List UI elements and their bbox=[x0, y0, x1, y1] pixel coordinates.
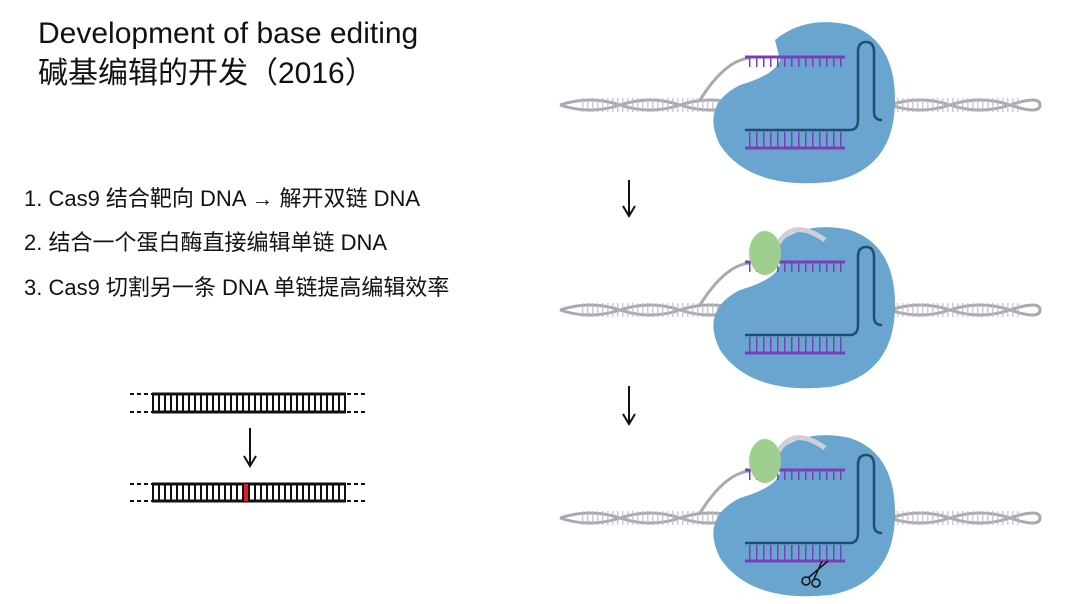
down-arrow bbox=[243, 428, 257, 468]
dna-before bbox=[130, 392, 368, 414]
step-2: 2. 结合一个蛋白酶直接编辑单链 DNA bbox=[24, 230, 388, 255]
panel-cas9-binding bbox=[558, 20, 1042, 185]
panel-deaminase bbox=[558, 225, 1042, 390]
deaminase-enzyme bbox=[749, 231, 781, 275]
step-1: 1. Cas9 结合靶向 DNA → 解开双链 DNA bbox=[24, 186, 421, 211]
scissors-icon bbox=[801, 560, 829, 588]
panel-nickase bbox=[558, 433, 1042, 598]
slide-title-en: Development of base editing bbox=[38, 17, 419, 50]
dna-after bbox=[130, 482, 368, 503]
deaminase-enzyme bbox=[749, 439, 781, 483]
slide-title-zh: 碱基编辑的开发（2016） bbox=[38, 57, 375, 90]
down-arrow bbox=[622, 180, 636, 218]
step-3: 3. Cas9 切割另一条 DNA 单链提高编辑效率 bbox=[24, 275, 450, 300]
down-arrow bbox=[622, 386, 636, 426]
edited-base-pair bbox=[244, 484, 248, 501]
